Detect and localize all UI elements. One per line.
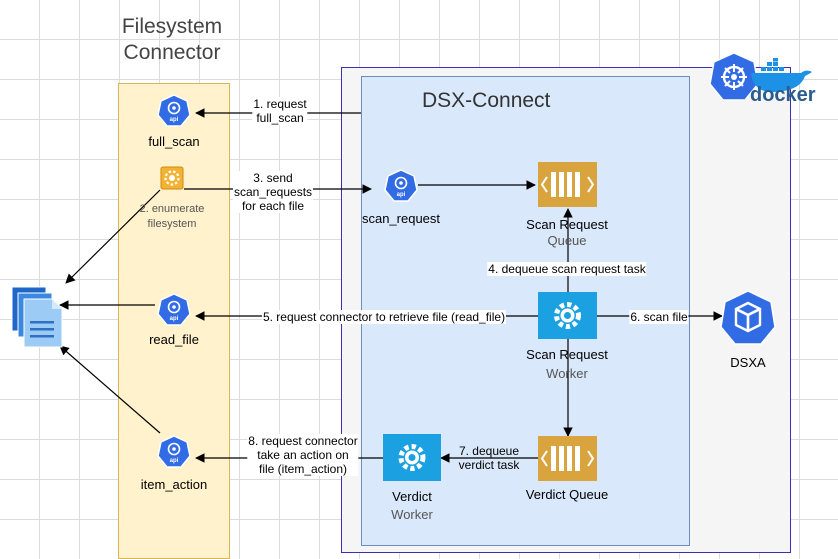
files-stack-icon bbox=[11, 286, 63, 348]
scan-request-worker-label-line1: Scan Request bbox=[526, 347, 608, 362]
scan-request-queue-label-line2: Queue bbox=[547, 233, 587, 248]
item-action-api-icon: api bbox=[157, 435, 191, 468]
enumerate-gear-icon bbox=[160, 166, 184, 190]
kubernetes-icon bbox=[709, 52, 759, 101]
scan-request-api-icon: api bbox=[384, 169, 418, 202]
docker-wordmark: docker bbox=[750, 84, 816, 106]
edge-label-read-file: 5. request connector to retrieve file (r… bbox=[261, 310, 507, 324]
edge-label-dequeue-verdict: 7. dequeue verdict task bbox=[458, 444, 521, 472]
edge-label-scan-file: 6. scan file bbox=[629, 310, 689, 324]
edge-3-line2: scan_requests bbox=[233, 185, 313, 199]
verdict-worker-icon bbox=[383, 434, 441, 481]
item-action-label: item_action bbox=[140, 477, 208, 492]
edge-label-send-scan-requests: 3. send scan_requests for each file bbox=[232, 171, 314, 213]
scan-request-worker-icon bbox=[538, 292, 597, 339]
connector-title-line1: Filesystem bbox=[121, 15, 223, 38]
verdict-queue-icon bbox=[538, 436, 597, 481]
dsxa-label: DSXA bbox=[730, 355, 766, 370]
svg-text:api: api bbox=[170, 458, 179, 464]
dsx-connect-title: DSX-Connect bbox=[422, 89, 551, 112]
enumerate-label-line1: 2. enumerate bbox=[139, 203, 205, 215]
full-scan-api-icon: api bbox=[157, 94, 191, 127]
edge-3-line3: for each file bbox=[241, 199, 305, 213]
docker-whale-icon bbox=[751, 58, 812, 92]
connector-title-line2: Connector bbox=[123, 41, 221, 64]
read-file-label: read_file bbox=[149, 332, 199, 347]
scan-request-queue-icon bbox=[538, 162, 597, 207]
scan-request-label: scan_request bbox=[361, 211, 441, 226]
verdict-worker-label-line2: Worker bbox=[391, 507, 433, 522]
verdict-worker-label-line1: Verdict bbox=[392, 489, 432, 504]
edge-label-request-full-scan: 1. request full_scan bbox=[252, 97, 308, 125]
edge-8-line1: 8. request connector bbox=[248, 434, 358, 448]
edge-7-line1: 7. dequeue bbox=[458, 444, 520, 458]
enumerate-label-line2: filesystem bbox=[147, 218, 197, 230]
read-file-api-icon: api bbox=[157, 293, 191, 326]
svg-text:api: api bbox=[170, 117, 179, 123]
edge-8-line2: take an action on bbox=[257, 448, 349, 462]
scan-request-queue-label-line1: Scan Request bbox=[526, 217, 608, 232]
edge-1-line2: full_scan bbox=[256, 111, 304, 125]
edge-1-line1: 1. request bbox=[253, 97, 307, 111]
edge-7-line2: verdict task bbox=[458, 458, 520, 472]
edge-8-line3: file (item_action) bbox=[258, 462, 348, 476]
svg-text:api: api bbox=[397, 192, 406, 198]
edge-label-dequeue-scan-request: 4. dequeue scan request task bbox=[487, 262, 647, 276]
full-scan-label: full_scan bbox=[148, 134, 200, 149]
scan-request-worker-label-line2: Worker bbox=[546, 366, 588, 381]
edge-label-item-action: 8. request connector take an action on f… bbox=[247, 434, 359, 476]
arrow-enumerate-filesystem bbox=[65, 189, 161, 284]
svg-text:api: api bbox=[170, 316, 179, 322]
arrow-item-action-to-doc bbox=[59, 345, 161, 434]
verdict-queue-label: Verdict Queue bbox=[525, 487, 609, 502]
edge-3-line1: 3. send bbox=[253, 171, 293, 185]
dsxa-box-icon bbox=[720, 290, 776, 345]
